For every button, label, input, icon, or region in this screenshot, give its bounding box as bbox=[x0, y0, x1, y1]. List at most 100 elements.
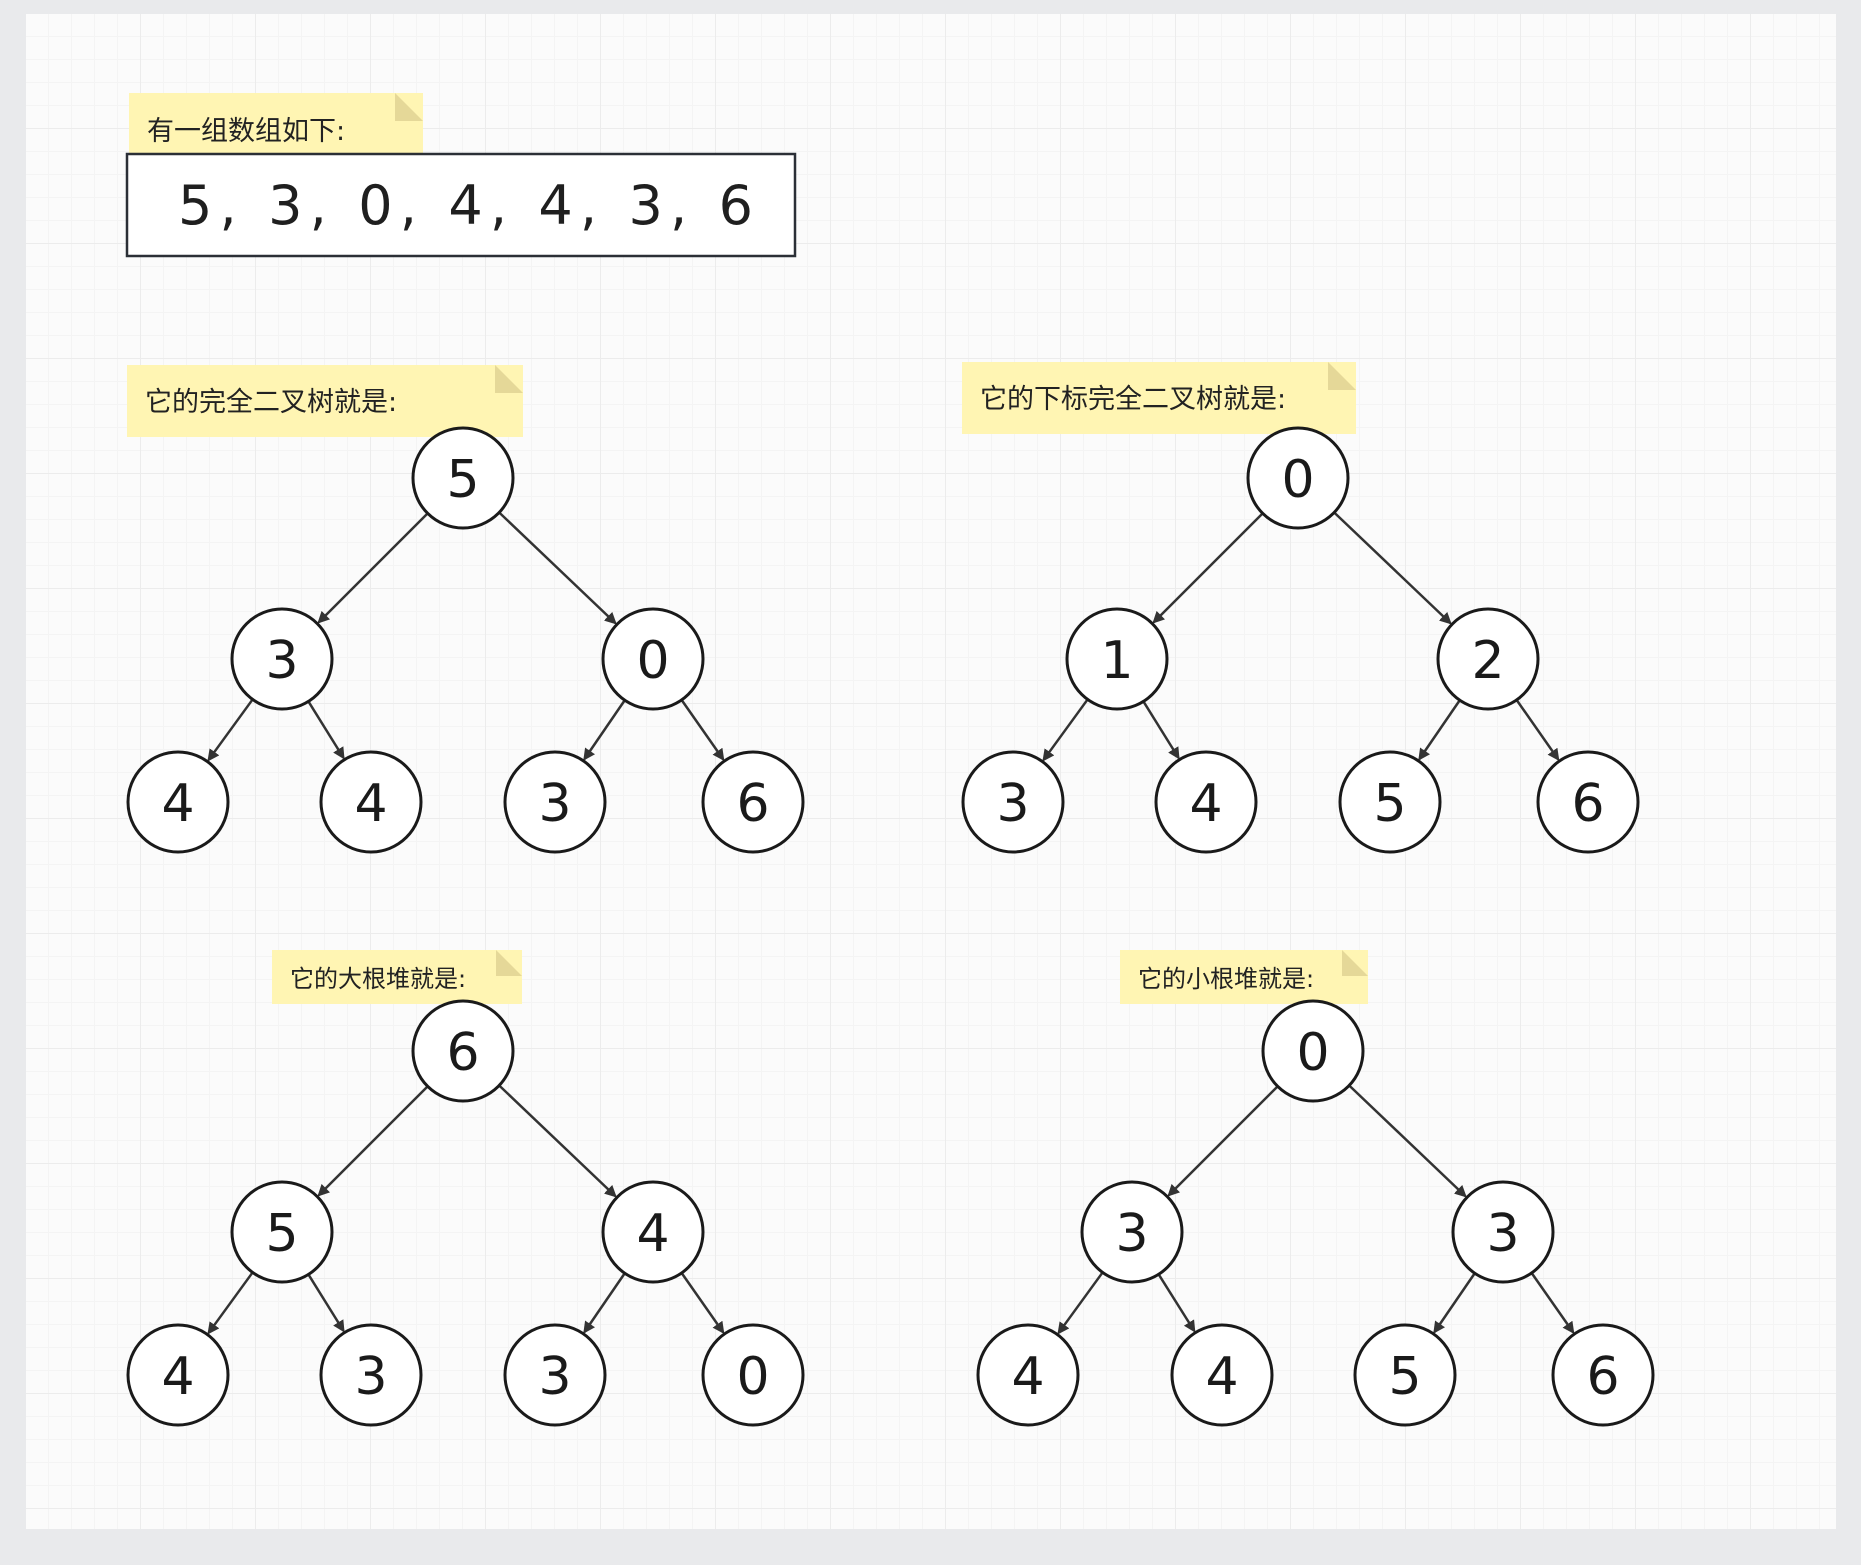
complete-tree-edge-1 bbox=[498, 511, 617, 625]
complete-tree-node-circle bbox=[126, 750, 230, 854]
index-tree-edge-0 bbox=[1152, 512, 1264, 624]
max-heap-node-2: 4 bbox=[601, 1180, 705, 1284]
index-tree-node-circle bbox=[1065, 607, 1169, 711]
max-heap-node-circle bbox=[411, 999, 515, 1103]
index-tree-node-5: 5 bbox=[1338, 750, 1442, 854]
complete-tree-node-circle bbox=[503, 750, 607, 854]
complete-tree-title-note: 它的完全二叉树就是: bbox=[127, 365, 523, 437]
max-heap-edge-0 bbox=[317, 1085, 429, 1197]
array-values: 5, 3, 0, 4, 4, 3, 6 bbox=[178, 174, 753, 237]
min-heap-node-label: 3 bbox=[1486, 1204, 1519, 1264]
index-tree-node-label: 4 bbox=[1189, 774, 1222, 834]
complete-tree-node-label: 4 bbox=[161, 774, 194, 834]
min-heap-node-circle bbox=[1170, 1323, 1274, 1427]
max-heap-node-circle bbox=[601, 1180, 705, 1284]
index-tree-node-circle bbox=[1536, 750, 1640, 854]
index-tree-node-0: 0 bbox=[1246, 426, 1350, 530]
array-note-label: 有一组数组如下: bbox=[147, 116, 345, 147]
complete-tree-node-3: 4 bbox=[126, 750, 230, 854]
complete-tree-node-4: 4 bbox=[319, 750, 423, 854]
index-tree-node-label: 3 bbox=[996, 774, 1029, 834]
min-heap-node-circle bbox=[976, 1323, 1080, 1427]
min-heap-node-4: 4 bbox=[1170, 1323, 1274, 1427]
complete-tree-edge-4 bbox=[583, 699, 626, 761]
complete-tree-node-circle bbox=[319, 750, 423, 854]
min-heap-edge-0 bbox=[1167, 1085, 1279, 1197]
index-tree-node-6: 6 bbox=[1536, 750, 1640, 854]
min-heap-node-5: 5 bbox=[1353, 1323, 1457, 1427]
index-tree-title: 它的下标完全二叉树就是: bbox=[980, 384, 1286, 415]
max-heap-node-label: 4 bbox=[161, 1347, 194, 1407]
complete-tree-node-label: 5 bbox=[446, 450, 479, 510]
complete-tree-edge-5 bbox=[680, 699, 725, 762]
max-heap-node-label: 3 bbox=[354, 1347, 387, 1407]
complete-tree-node-label: 4 bbox=[354, 774, 387, 834]
min-heap-node-6: 6 bbox=[1551, 1323, 1655, 1427]
index-tree-node-label: 1 bbox=[1100, 631, 1133, 691]
min-heap-node-label: 4 bbox=[1205, 1347, 1238, 1407]
max-heap-node-label: 0 bbox=[736, 1347, 769, 1407]
complete-tree-node-circle bbox=[701, 750, 805, 854]
index-tree-node-label: 5 bbox=[1373, 774, 1406, 834]
max-heap-node-label: 5 bbox=[265, 1204, 298, 1264]
min-heap-node-circle bbox=[1080, 1180, 1184, 1284]
min-heap-title: 它的小根堆就是: bbox=[1138, 965, 1314, 993]
max-heap-node-label: 6 bbox=[446, 1023, 479, 1083]
complete-tree-edge-0 bbox=[317, 512, 429, 624]
complete-tree-node-label: 3 bbox=[538, 774, 571, 834]
complete-tree-node-label: 0 bbox=[636, 631, 669, 691]
min-heap-node-1: 3 bbox=[1080, 1180, 1184, 1284]
max-heap-node-circle bbox=[701, 1323, 805, 1427]
max-heap-node-label: 3 bbox=[538, 1347, 571, 1407]
complete-tree-node-circle bbox=[411, 426, 515, 530]
complete-tree-node-circle bbox=[230, 607, 334, 711]
min-heap-edge-3 bbox=[1157, 1273, 1196, 1333]
min-heap-edge-4 bbox=[1433, 1272, 1476, 1334]
max-heap-edge-5 bbox=[680, 1272, 725, 1335]
max-heap-node-circle bbox=[503, 1323, 607, 1427]
min-heap-node-circle bbox=[1451, 1180, 1555, 1284]
index-tree-title-note: 它的下标完全二叉树就是: bbox=[962, 362, 1356, 434]
index-tree-edge-5 bbox=[1515, 699, 1560, 762]
min-heap-node-label: 3 bbox=[1115, 1204, 1148, 1264]
max-heap-node-circle bbox=[319, 1323, 423, 1427]
complete-tree-edge-2 bbox=[207, 698, 254, 762]
max-heap-node-4: 3 bbox=[319, 1323, 423, 1427]
diagram-svg: 有一组数组如下: 5, 3, 0, 4, 4, 3, 6 它的完全二叉树就是: 5… bbox=[125, 93, 1655, 1427]
complete-tree-node-circle bbox=[601, 607, 705, 711]
index-tree-node-label: 0 bbox=[1281, 450, 1314, 510]
max-heap-node-6: 0 bbox=[701, 1323, 805, 1427]
max-heap-node-0: 6 bbox=[411, 999, 515, 1103]
min-heap-edge-2 bbox=[1057, 1271, 1104, 1335]
index-tree-node-4: 4 bbox=[1154, 750, 1258, 854]
min-heap-node-circle bbox=[1261, 999, 1365, 1103]
min-heap-node-label: 0 bbox=[1296, 1023, 1329, 1083]
complete-tree-node-1: 3 bbox=[230, 607, 334, 711]
index-tree-node-1: 1 bbox=[1065, 607, 1169, 711]
complete-tree-node-6: 6 bbox=[701, 750, 805, 854]
array-box: 5, 3, 0, 4, 4, 3, 6 bbox=[125, 152, 797, 258]
max-heap-node-5: 3 bbox=[503, 1323, 607, 1427]
index-tree-edge-1 bbox=[1333, 511, 1452, 625]
min-heap-node-label: 6 bbox=[1586, 1347, 1619, 1407]
complete-tree-title: 它的完全二叉树就是: bbox=[145, 387, 397, 418]
max-heap-edge-1 bbox=[498, 1084, 617, 1198]
min-heap-edge-1 bbox=[1348, 1084, 1467, 1198]
diagram-canvas: 有一组数组如下: 5, 3, 0, 4, 4, 3, 6 它的完全二叉树就是: 5… bbox=[26, 14, 1836, 1529]
max-heap-edge-3 bbox=[307, 1273, 345, 1333]
min-heap-node-circle bbox=[1551, 1323, 1655, 1427]
complete-tree-node-5: 3 bbox=[503, 750, 607, 854]
max-heap-node-1: 5 bbox=[230, 1180, 334, 1284]
complete-tree-node-label: 6 bbox=[736, 774, 769, 834]
max-heap-node-circle bbox=[126, 1323, 230, 1427]
index-tree-node-label: 6 bbox=[1571, 774, 1604, 834]
complete-tree-node-2: 0 bbox=[601, 607, 705, 711]
max-heap-edge-2 bbox=[207, 1271, 254, 1335]
index-tree-node-circle bbox=[961, 750, 1065, 854]
min-heap-node-circle bbox=[1353, 1323, 1457, 1427]
complete-tree-node-label: 3 bbox=[265, 631, 298, 691]
